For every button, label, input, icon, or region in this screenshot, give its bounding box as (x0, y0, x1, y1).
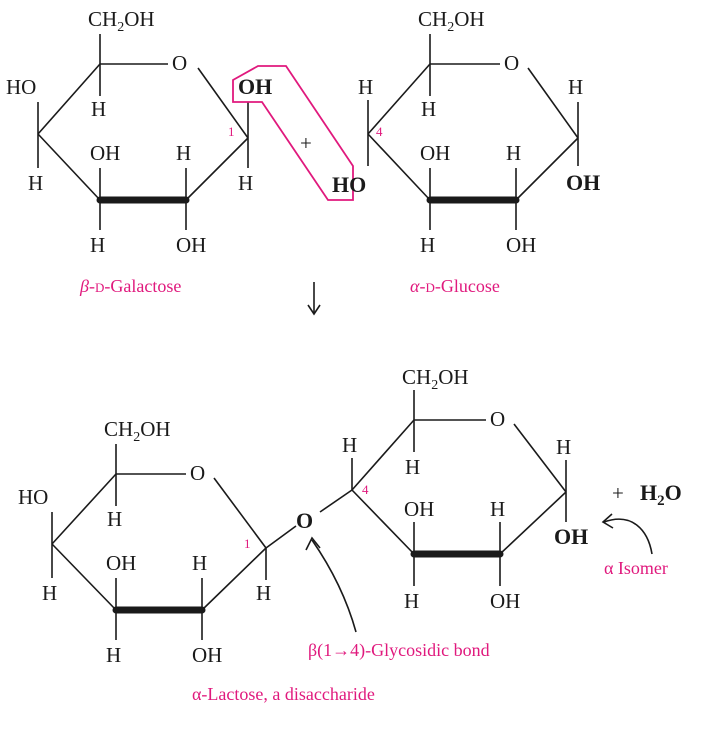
h-c5-label: H (107, 507, 122, 531)
alpha-isomer-arrowhead (601, 513, 614, 529)
carbon-4-number: 4 (376, 124, 383, 139)
h-c2-label: H (506, 141, 521, 165)
ring-bond (499, 491, 567, 555)
h-c2-label: H (490, 497, 505, 521)
h-c1-label: H (556, 435, 571, 459)
glycosidic-bond-right (319, 489, 353, 513)
ring-oxygen: O (490, 407, 505, 431)
oh-c2-label: OH (192, 643, 222, 667)
oh-c2-label: OH (506, 233, 536, 257)
ring-oxygen: O (190, 461, 205, 485)
ring-oxygen: O (172, 51, 187, 75)
carbon-4-number: 4 (362, 482, 369, 497)
oh-c1-label: OH (554, 524, 588, 549)
glucose-caption: α-D-Glucose (410, 276, 500, 296)
carbon-1-number: 1 (244, 536, 251, 551)
glycosidic-bond-label: β(1→4)-Glycosidic bond (308, 640, 490, 661)
h-c3-label: H (404, 589, 419, 613)
h-c5-label: H (405, 455, 420, 479)
carbon-1-number: 1 (228, 124, 235, 139)
ch2oh-label: CH2OH (104, 417, 171, 445)
lactose-glucose-unit: CH2OH O H H OH H H OH H OH 4 (342, 365, 588, 613)
oh-c2-label: OH (490, 589, 520, 613)
ring-bond (51, 473, 117, 545)
lactose-galactose-unit: CH2OH O HO H H OH H H OH H 1 (18, 417, 297, 667)
ho-c4-label: HO (6, 75, 36, 99)
h-c3-label: H (90, 233, 105, 257)
ch2oh-label: CH2OH (88, 7, 155, 35)
h-c2-label: H (192, 551, 207, 575)
h-c4-label: H (42, 581, 57, 605)
oh-c1-label: OH (566, 170, 600, 195)
ring-bond (367, 63, 431, 135)
oh-c3-label: OH (90, 141, 120, 165)
oh-c2-label: OH (176, 233, 206, 257)
ch2oh-label: CH2OH (418, 7, 485, 35)
h-c5-label: H (91, 97, 106, 121)
oh-c3-label: OH (404, 497, 434, 521)
glycosidic-bond-arrow (311, 539, 357, 633)
h-c1-label: H (568, 75, 583, 99)
oh-c3-label: OH (420, 141, 450, 165)
ring-bond (367, 133, 431, 201)
reaction-arrow (307, 282, 321, 316)
h-c4-label: H (28, 171, 43, 195)
h-c1-label: H (238, 171, 253, 195)
h-c4-label: H (342, 433, 357, 457)
h-c5-label: H (421, 97, 436, 121)
ring-bond (351, 489, 415, 555)
glycosidic-bond-arrowhead (305, 536, 321, 551)
ring-bond (197, 67, 249, 139)
alpha-isomer-label: α Isomer (604, 558, 668, 578)
ring-bond (51, 543, 117, 611)
ring-bond (351, 419, 415, 491)
water-highlight-box (232, 65, 354, 201)
h-c1-label: H (256, 581, 271, 605)
glycosidic-bond-left (265, 525, 297, 549)
alpha-glucose-structure: CH2OH O H HO H OH H H OH H OH 4 α-D-Gluc… (332, 7, 600, 296)
plus-sign: + (300, 131, 312, 155)
glycosidic-oxygen: O (296, 508, 313, 533)
ring-bond (37, 63, 101, 135)
ring-bond (37, 133, 101, 201)
h-c2-label: H (176, 141, 191, 165)
ring-bond (527, 67, 579, 139)
ring-bond (213, 477, 267, 549)
alpha-isomer-arrow (603, 518, 653, 555)
h-c3-label: H (420, 233, 435, 257)
ring-bond (513, 423, 567, 493)
beta-galactose-structure: CH2OH O HO H H OH H H OH OH H 1 β-D-Gala… (6, 7, 272, 296)
h-c4-label: H (358, 75, 373, 99)
water-label: H2O (640, 480, 682, 509)
h-c3-label: H (106, 643, 121, 667)
ch2oh-label: CH2OH (402, 365, 469, 393)
lactose-caption: α-Lactose, a disaccharide (192, 684, 375, 704)
ho-c4-label: HO (332, 172, 366, 197)
ring-bond (201, 547, 267, 611)
ring-bond (515, 137, 579, 201)
oh-c1-label: OH (238, 74, 272, 99)
plus-sign: + (612, 481, 624, 505)
oh-c3-label: OH (106, 551, 136, 575)
galactose-caption: β-D-Galactose (79, 276, 181, 296)
ring-oxygen: O (504, 51, 519, 75)
ho-c4-label: HO (18, 485, 48, 509)
ring-bond (185, 137, 249, 201)
